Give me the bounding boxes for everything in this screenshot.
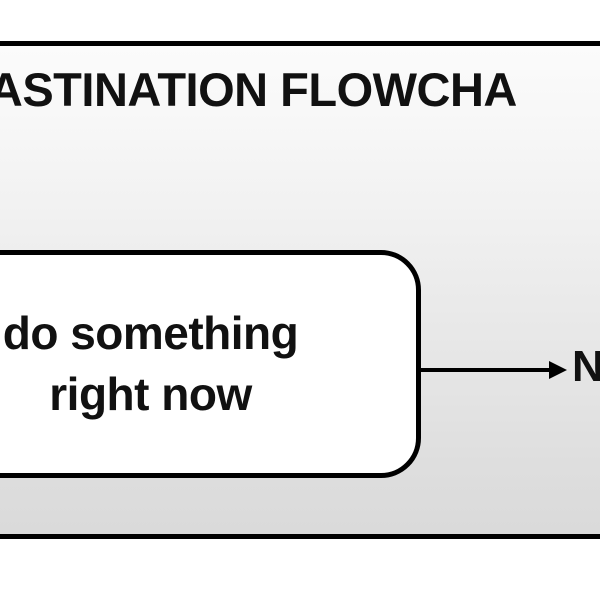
flowchart-node-do-something-now[interactable]: do something right now <box>0 250 421 478</box>
arrow-no-icon <box>421 359 567 381</box>
page-title: CRASTINATION FLOWCHA <box>0 63 517 116</box>
panel-top-border <box>0 41 600 46</box>
flowchart-canvas: CRASTINATION FLOWCHA do something right … <box>0 46 600 534</box>
panel-bottom-border <box>0 534 600 539</box>
node-text-line-2: right now <box>49 368 252 420</box>
node-text-line-1: do something <box>2 307 299 360</box>
edge-label-no: N <box>572 342 600 391</box>
flowchart-panel: CRASTINATION FLOWCHA do something right … <box>0 41 600 539</box>
